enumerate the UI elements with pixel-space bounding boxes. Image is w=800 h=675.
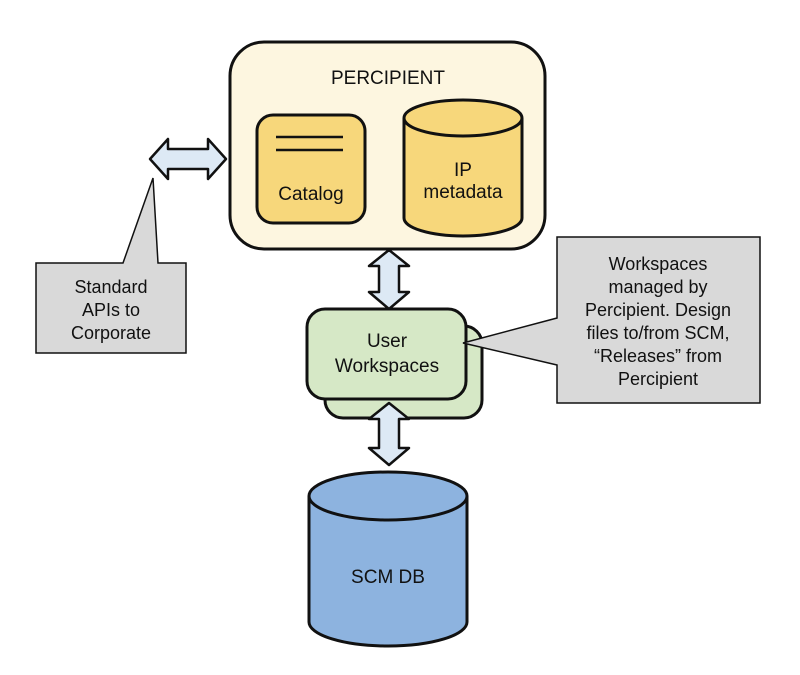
- workspaces-note-line2: managed by: [608, 277, 707, 297]
- catalog-label: Catalog: [278, 184, 344, 205]
- scm-db-label: SCM DB: [351, 567, 425, 588]
- ip-metadata-label-line2: metadata: [423, 182, 503, 203]
- workspaces-note-line4: files to/from SCM,: [586, 323, 729, 343]
- scm-db-cylinder: [307, 470, 469, 648]
- workspaces-note-line5: “Releases” from: [594, 346, 722, 366]
- workspaces-box: [305, 307, 468, 401]
- ip-metadata-label-line1: IP: [454, 160, 472, 181]
- workspaces-note-line1: Workspaces: [609, 254, 708, 274]
- standard-apis-callout: [35, 177, 187, 354]
- percipient-workspaces-arrow: [367, 248, 411, 311]
- ip-metadata-cylinder: [402, 98, 524, 238]
- workspaces-note-line6: Percipient: [618, 369, 698, 389]
- workspaces-label-line1: User: [367, 331, 408, 352]
- api-double-arrow: [148, 137, 228, 181]
- standard-apis-line2: APIs to: [82, 300, 140, 320]
- standard-apis-line3: Corporate: [71, 323, 151, 343]
- catalog-box: [255, 113, 367, 225]
- percipient-title: PERCIPIENT: [331, 68, 445, 89]
- workspaces-note-callout: [462, 236, 761, 404]
- standard-apis-line1: Standard: [74, 277, 147, 297]
- workspaces-scm-arrow: [367, 401, 411, 467]
- workspaces-label-line2: Workspaces: [335, 356, 439, 377]
- workspaces-note-line3: Percipient. Design: [585, 300, 731, 320]
